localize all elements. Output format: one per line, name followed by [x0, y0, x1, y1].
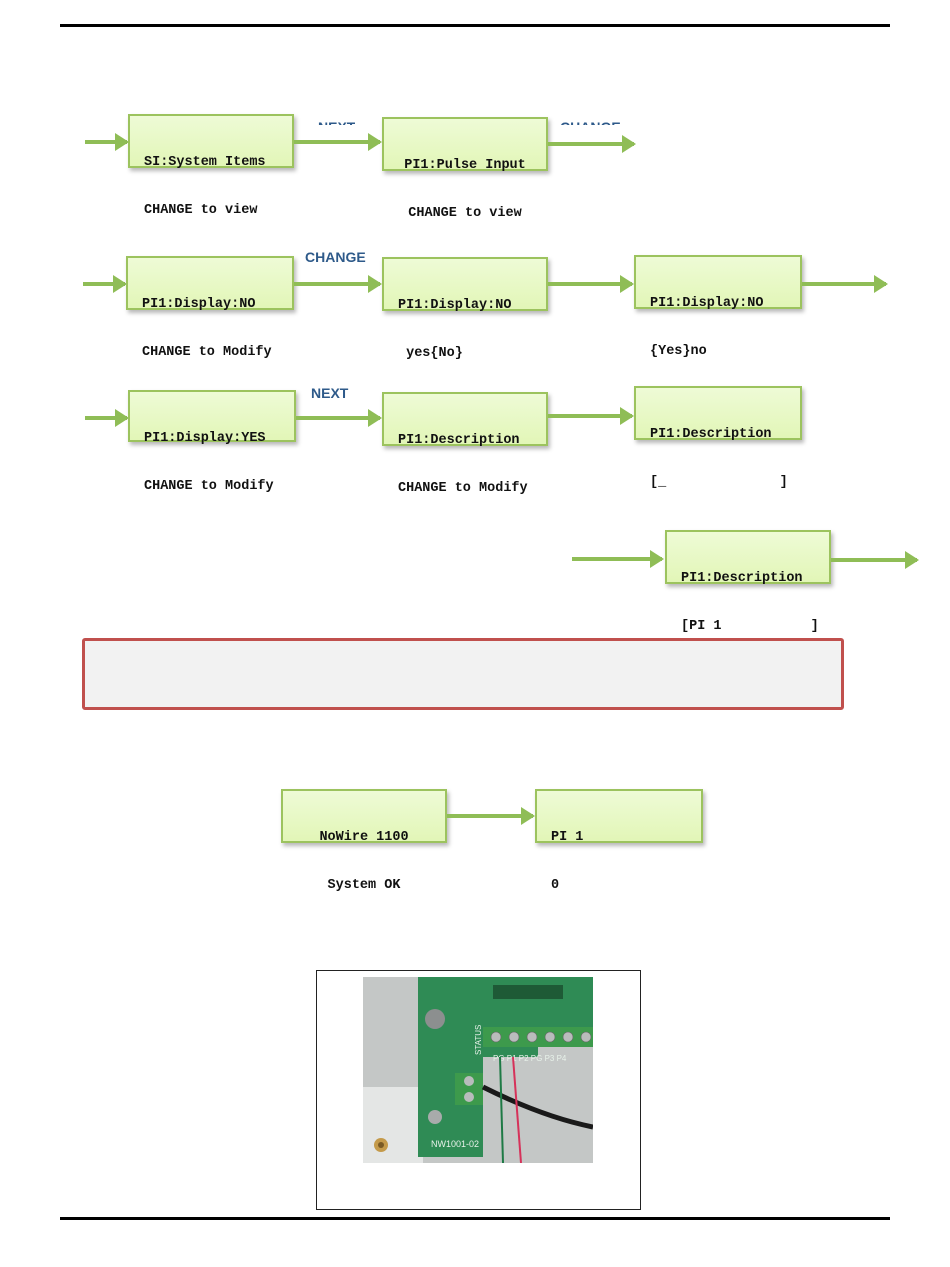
- flow-arrow: [548, 275, 634, 293]
- lcd-line-2: CHANGE to Modify: [144, 479, 274, 494]
- lcd-line-1: PI1:Pulse Input: [404, 158, 526, 173]
- lcd-box-description-filled: PI1:Description [PI 1 ]: [665, 530, 831, 634]
- lcd-line-2: CHANGE to view: [144, 203, 258, 218]
- header-rule: [60, 24, 890, 27]
- change-label: CHANGE: [305, 249, 366, 265]
- lcd-line-1: PI1:Display:NO: [650, 296, 764, 311]
- circuit-board-photo: STATUS PG P1 P2 PG P3 P4 NW1001-02: [363, 977, 593, 1163]
- lcd-line-2: [PI 1 ]: [681, 619, 819, 634]
- lcd-line-1: PI1:Description: [398, 433, 520, 448]
- circuit-board-image: STATUS PG P1 P2 PG P3 P4 NW1001-02: [363, 977, 593, 1163]
- flow-arrow: [802, 275, 888, 293]
- lcd-line-2: yes{No}: [398, 346, 463, 361]
- flow-arrow: [83, 275, 127, 293]
- next-label: NEXT: [311, 385, 349, 401]
- lcd-line-2: System OK: [327, 878, 401, 893]
- lcd-box-display-yes-selected: PI1:Display:NO {Yes}no: [634, 255, 802, 359]
- flow-arrow: [294, 275, 382, 293]
- lcd-box-display-yes-no-selected: PI1:Display:NO yes{No}: [382, 257, 548, 361]
- flow-arrow: [447, 807, 535, 825]
- flow-arrow: [294, 133, 382, 151]
- svg-text:STATUS: STATUS: [474, 1025, 483, 1055]
- flow-arrow: [85, 409, 129, 427]
- lcd-line-1: NoWire 1100: [319, 830, 409, 845]
- lcd-box-pi1-count: PI 1 0: [535, 789, 703, 893]
- lcd-line-1: PI1:Description: [681, 571, 803, 586]
- lcd-line-2: CHANGE to Modify: [142, 345, 272, 360]
- lcd-box-display-no: PI1:Display:NO CHANGE to Modify: [126, 256, 294, 360]
- lcd-line-2: CHANGE to view: [408, 206, 522, 221]
- change-label-cut: CHANGE: [560, 119, 621, 125]
- next-label-cut: NEXT: [318, 119, 355, 125]
- note-box: [82, 638, 844, 710]
- flow-arrow: [548, 407, 634, 425]
- photo-frame: STATUS PG P1 P2 PG P3 P4 NW1001-02: [316, 970, 641, 1210]
- lcd-line-1: PI1:Display:YES: [144, 431, 266, 446]
- flow-arrow: [85, 133, 129, 151]
- svg-text:NW1001-02: NW1001-02: [431, 1139, 479, 1149]
- lcd-box-pulse-input: PI1:Pulse Input CHANGE to view: [382, 117, 548, 221]
- lcd-box-description: PI1:Description CHANGE to Modify: [382, 392, 548, 496]
- footer-rule: [60, 1217, 890, 1220]
- lcd-line-2: CHANGE to Modify: [398, 481, 528, 496]
- flow-arrow: [296, 409, 382, 427]
- flow-arrow: [831, 551, 919, 569]
- lcd-box-description-empty: PI1:Description [_ ]: [634, 386, 802, 490]
- lcd-line-2: 0: [551, 878, 560, 893]
- svg-text:PG P1 P2 PG P3 P4: PG P1 P2 PG P3 P4: [493, 1054, 567, 1063]
- lcd-line-1: PI1:Description: [650, 427, 772, 442]
- flow-arrow: [572, 550, 664, 568]
- lcd-line-2: [_ ]: [650, 475, 788, 490]
- lcd-line-1: PI1:Display:NO: [142, 297, 256, 312]
- lcd-box-display-yes: PI1:Display:YES CHANGE to Modify: [128, 390, 296, 494]
- lcd-line-2: {Yes}no: [650, 344, 707, 359]
- lcd-box-home-screen: NoWire 1100 System OK: [281, 789, 447, 893]
- flow-arrow: [548, 135, 636, 153]
- lcd-line-1: PI 1: [551, 830, 584, 845]
- lcd-line-1: PI1:Display:NO: [398, 298, 512, 313]
- lcd-box-system-items: SI:System Items CHANGE to view: [128, 114, 294, 218]
- lcd-line-1: SI:System Items: [144, 155, 266, 170]
